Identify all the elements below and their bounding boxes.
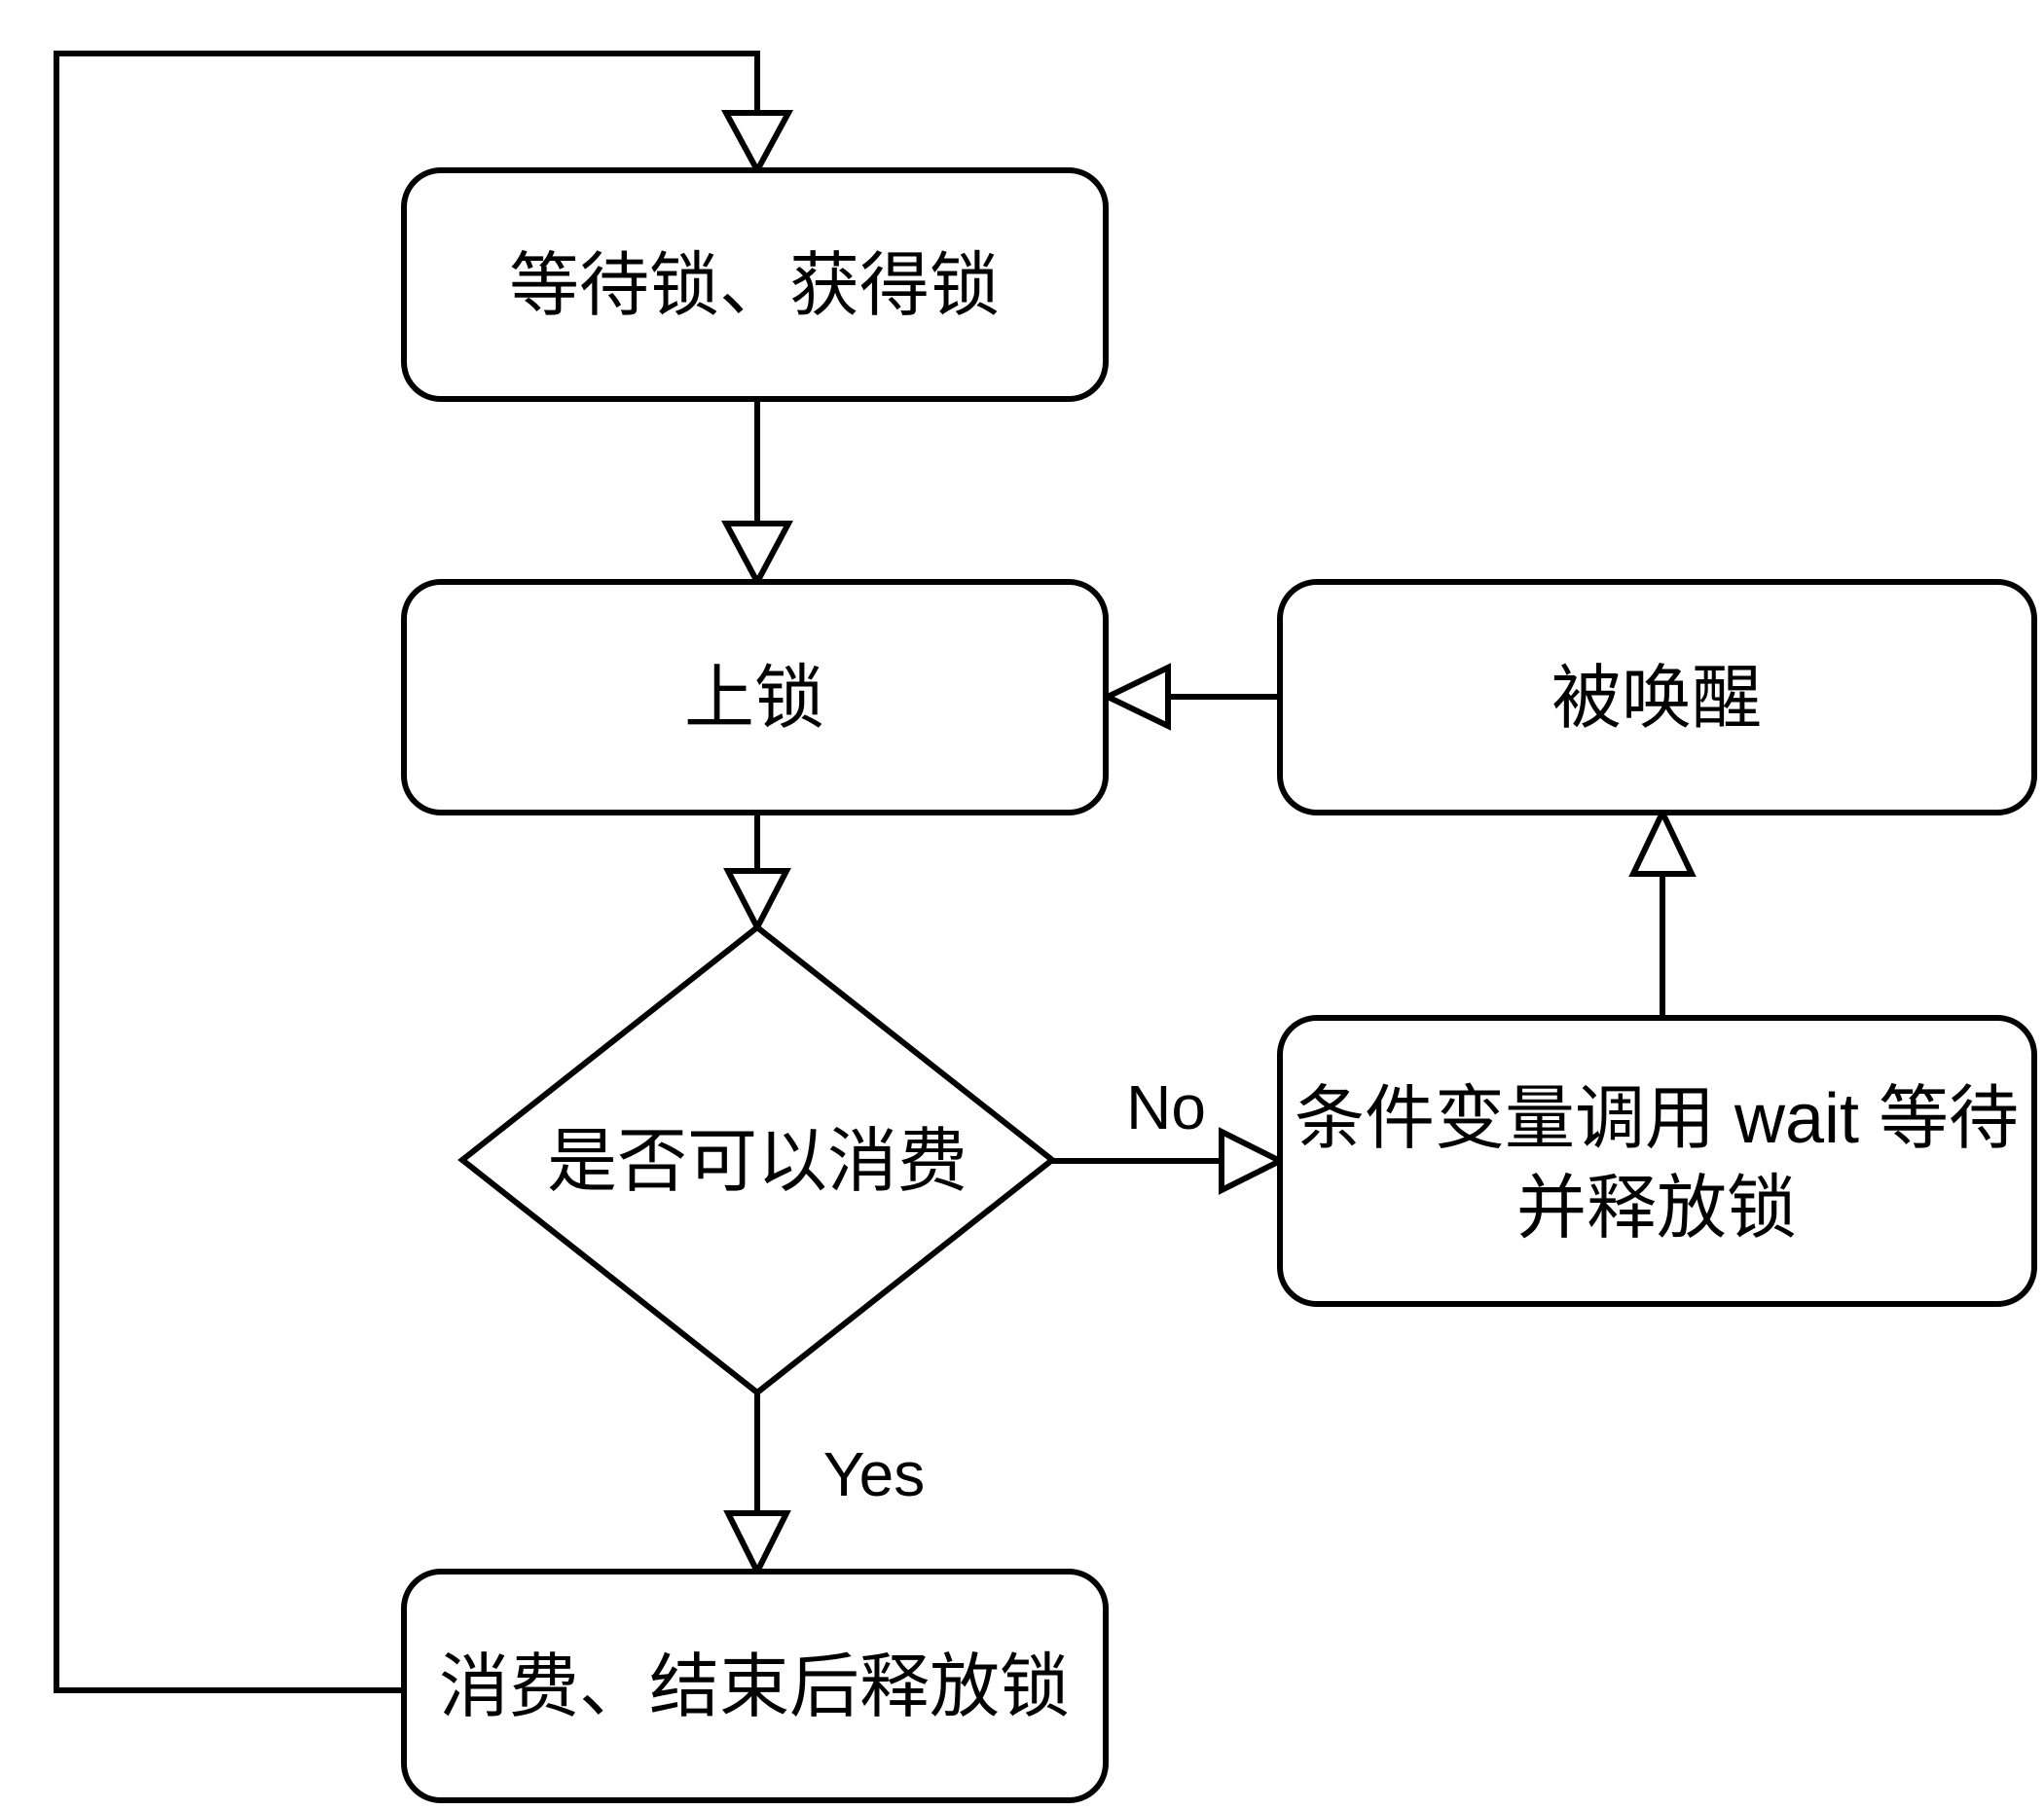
arrowhead-into-lock-right-icon	[1101, 663, 1171, 731]
node-can-consume	[457, 923, 1057, 1396]
node-awakened-label: 被唤醒	[1551, 660, 1762, 738]
node-cond-wait-label-line1: 条件变量调用 wait 等待	[1295, 1080, 2019, 1158]
node-lock-label: 上锁	[684, 660, 824, 738]
arrowhead-into-consume-release-icon	[723, 1510, 791, 1578]
arrowhead-into-cond-wait-icon	[1219, 1127, 1287, 1195]
node-awakened	[1277, 579, 2037, 815]
node-consume-release	[401, 1569, 1109, 1803]
node-lock	[401, 579, 1109, 815]
arrowhead-into-awakened-icon	[1628, 806, 1697, 877]
node-can-consume-label: 是否可以消费	[547, 1123, 967, 1201]
edge-loop-consume-release-to-wait-acquire	[54, 51, 760, 1693]
edge-label-no: No	[1126, 1072, 1206, 1142]
arrowhead-into-can-consume-icon	[723, 868, 791, 934]
node-wait-acquire-lock	[401, 167, 1109, 402]
edge-label-yes: Yes	[823, 1439, 925, 1509]
arrowhead-into-lock-top-icon	[721, 521, 793, 589]
node-wait-acquire-lock-label: 等待锁、获得锁	[509, 247, 1000, 325]
node-consume-release-label: 消费、结束后释放锁	[439, 1648, 1070, 1726]
arrowhead-into-wait-acquire-lock-icon	[720, 110, 794, 177]
edge-labels: No Yes	[823, 1072, 1206, 1509]
edges	[54, 51, 1697, 1693]
nodes: 等待锁、获得锁 上锁 被唤醒 是否可以消费 条件变量调用 wait 等待 并释放…	[401, 167, 2037, 1803]
node-cond-wait-label-line2: 并释放锁	[1516, 1170, 1797, 1248]
node-cond-wait	[1277, 1015, 2037, 1307]
